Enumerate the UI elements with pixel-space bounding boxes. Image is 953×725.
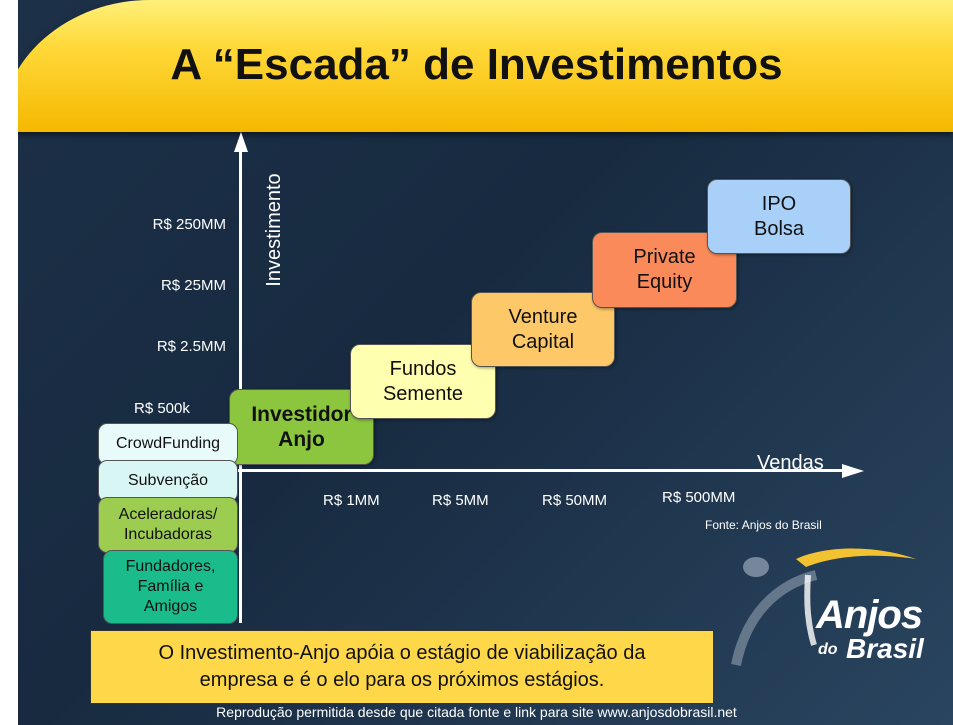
step-ipo-bolsa: IPO Bolsa xyxy=(707,179,851,254)
stage-line: Família e xyxy=(137,578,204,595)
y-tick: R$ 25MM xyxy=(160,277,226,294)
logo-swoosh-icon xyxy=(731,548,916,667)
y-axis-arrow-icon xyxy=(234,132,248,152)
y-axis xyxy=(239,148,242,623)
left-margin xyxy=(0,0,18,725)
x-tick: R$ 500MM xyxy=(662,489,736,506)
step-line: IPO xyxy=(761,192,797,215)
step-line: Equity xyxy=(636,271,693,293)
y-axis-label: Investimento xyxy=(263,173,285,287)
step-line: Bolsa xyxy=(753,217,805,240)
y-tick: R$ 250MM xyxy=(152,216,226,233)
title-band xyxy=(0,0,953,132)
stage-line: Amigos xyxy=(143,598,198,615)
logo-word: do xyxy=(818,641,838,658)
step-line: Anjo xyxy=(278,428,325,451)
step-line: Investidor xyxy=(251,403,352,426)
slide-title: A “Escada” de Investimentos xyxy=(170,40,783,89)
stage-aceleradoras: Aceleradoras/ Incubadoras xyxy=(98,497,238,553)
callout-line: empresa e é o elo para os próximos estág… xyxy=(199,669,605,691)
x-tick: R$ 5MM xyxy=(432,492,489,509)
stage-fundadores: Fundadores, Família e Amigos xyxy=(103,550,238,624)
source-note: Fonte: Anjos do Brasil xyxy=(705,518,822,532)
anjos-do-brasil-logo: Anjos do Brasil xyxy=(716,545,946,685)
step-line: Fundos xyxy=(389,357,457,380)
stage-line: Fundadores, xyxy=(125,558,216,575)
step-line: Capital xyxy=(511,330,575,353)
step-line: Semente xyxy=(382,382,464,405)
logo-word: Anjos xyxy=(816,593,923,637)
footer-note: Reprodução permitida desde que citada fo… xyxy=(216,704,737,720)
stage-line: Aceleradoras/ xyxy=(118,506,218,523)
x-axis-arrow-icon xyxy=(842,464,864,478)
step-venture-capital: Venture Capital xyxy=(471,292,615,367)
stage-subvencao: Subvenção xyxy=(98,460,238,502)
callout-line: O Investimento-Anjo apóia o estágio de v… xyxy=(158,642,646,664)
stage-line: Incubadoras xyxy=(123,526,213,543)
step-investidor-anjo: Investidor Anjo xyxy=(229,389,374,465)
x-axis-label: Vendas xyxy=(757,452,824,474)
callout-box: O Investimento-Anjo apóia o estágio de v… xyxy=(90,630,714,704)
step-line: Venture xyxy=(508,305,578,328)
logo-word: Brasil xyxy=(846,633,924,664)
x-tick: R$ 50MM xyxy=(542,492,608,509)
y-tick: R$ 2.5MM xyxy=(156,338,226,355)
step-line: Private xyxy=(633,246,696,268)
x-axis xyxy=(232,469,844,472)
y-tick: R$ 500k xyxy=(134,400,190,417)
stage-line: Subvenção xyxy=(127,472,209,489)
x-tick: R$ 1MM xyxy=(323,492,380,509)
stage-line: CrowdFunding xyxy=(115,435,221,452)
stage-crowdfunding: CrowdFunding xyxy=(98,423,238,465)
